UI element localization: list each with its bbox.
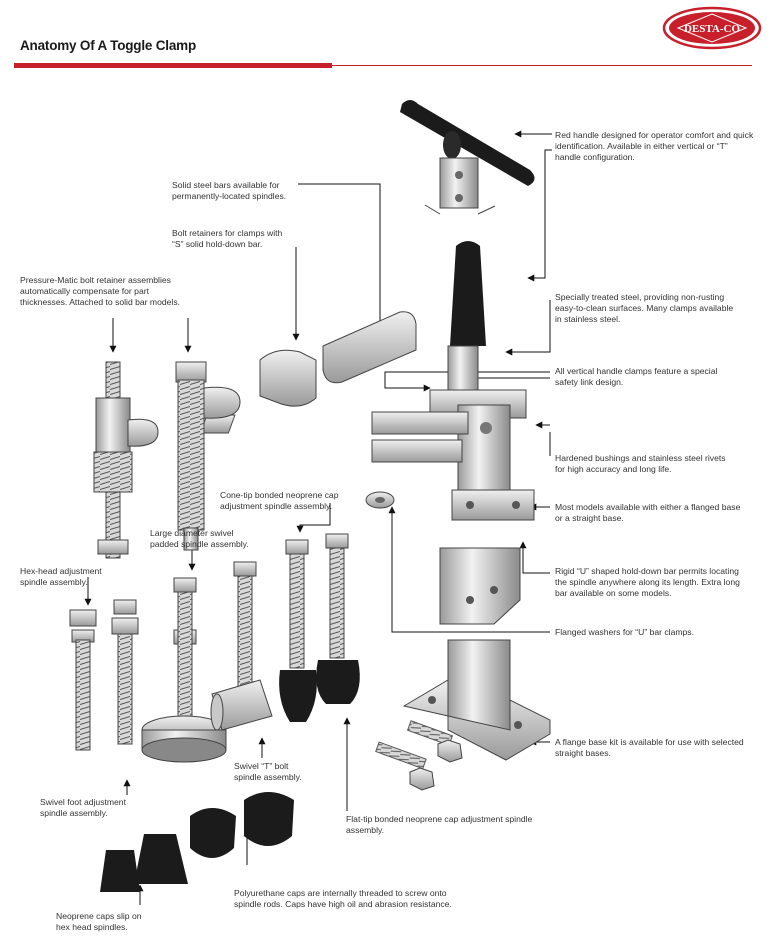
callout-line: identification. Available in either vert… xyxy=(555,141,728,151)
callout-line: Rigid “U” shaped hold-down bar permits l… xyxy=(555,566,739,576)
callout-line: spindle assembly. xyxy=(234,772,302,782)
callout-line: Cone-tip bonded neoprene cap xyxy=(220,490,339,500)
callout-line: Flanged washers for “U” bar clamps. xyxy=(555,627,694,637)
cone-tip-spindle-2-illustration xyxy=(316,533,360,704)
small-bolts-illustration xyxy=(375,720,463,791)
callout-line: the spindle anywhere along its length. E… xyxy=(555,577,740,587)
callout-line: padded spindle assembly. xyxy=(150,539,249,549)
callout-u-bar: Rigid “U” shaped hold-down bar permits l… xyxy=(555,566,740,599)
callout-line: Large diameter swivel xyxy=(150,528,234,538)
callout-neoprene-caps: Neoprene caps slip on hex head spindles. xyxy=(56,911,142,933)
callout-line: handle configuration. xyxy=(555,152,635,162)
title-underline-bar xyxy=(14,63,332,68)
callout-line: Polyurethane caps are internally threade… xyxy=(234,888,447,898)
callout-hex-head: Hex-head adjustment spindle assembly. xyxy=(20,566,102,588)
callout-pressure-matic: Pressure-Matic bolt retainer assemblies … xyxy=(20,275,180,308)
callout-cone-tip: Cone-tip bonded neoprene cap adjustment … xyxy=(220,490,339,512)
callout-flanged-base: Most models available with either a flan… xyxy=(555,502,740,524)
swivel-foot-illustration xyxy=(141,577,227,763)
callout-line: Pressure-Matic bolt retainer assemblies xyxy=(20,275,171,285)
callout-line: Flat-tip bonded neoprene cap adjustment … xyxy=(346,814,533,824)
pressure-matic-2-illustration xyxy=(175,361,241,551)
callout-line: Red handle designed for operator comfort… xyxy=(555,130,754,140)
callout-flat-tip: Flat-tip bonded neoprene cap adjustment … xyxy=(346,814,532,836)
callout-line: Hex-head adjustment xyxy=(20,566,102,576)
callout-line: assembly. xyxy=(346,825,385,835)
callout-line: automatically compensate for part xyxy=(20,286,149,296)
callout-line: thicknesses. Attached to solid bar model… xyxy=(20,297,181,307)
title-rule xyxy=(332,65,752,66)
callout-line: permanently-located spindles. xyxy=(172,191,287,201)
callout-line: safety link design. xyxy=(555,377,624,387)
callout-line: hex head spindles. xyxy=(56,922,128,932)
s-bar-illustration xyxy=(259,311,417,407)
callout-line: “S” solid hold-down bar. xyxy=(172,239,263,249)
callout-flanged-washers: Flanged washers for “U” bar clamps. xyxy=(555,627,694,638)
callout-line: bar available on some models. xyxy=(555,588,672,598)
pressure-matic-illustration xyxy=(93,361,159,559)
page-title: Anatomy Of A Toggle Clamp xyxy=(20,38,197,53)
callout-line: Neoprene caps slip on xyxy=(56,911,142,921)
polyurethane-caps-illustration xyxy=(190,792,294,858)
logo-text: DESTA-CO xyxy=(684,23,740,35)
u-bar-illustration xyxy=(439,547,521,625)
callout-flange-kit: A flange base kit is available for use w… xyxy=(555,737,744,759)
callout-swivel-t: Swivel “T” bolt spindle assembly. xyxy=(234,761,302,783)
t-handle-illustration xyxy=(400,100,535,215)
neoprene-caps-illustration xyxy=(100,834,188,892)
callout-red-handle: Red handle designed for operator comfort… xyxy=(555,130,753,163)
desta-co-logo: DESTA-CO xyxy=(662,6,762,50)
callout-line: Bolt retainers for clamps with xyxy=(172,228,283,238)
callout-line: spindle rods. Caps have high oil and abr… xyxy=(234,899,452,909)
callout-line: adjustment spindle assembly. xyxy=(220,501,333,511)
callout-line: straight bases. xyxy=(555,748,611,758)
callout-line: spindle assembly. xyxy=(40,808,108,818)
callout-swivel-padded: Large diameter swivel padded spindle ass… xyxy=(150,528,249,550)
vertical-clamp-illustration xyxy=(199,241,535,521)
callout-swivel-foot: Swivel foot adjustment spindle assembly. xyxy=(40,797,126,819)
swivel-t-bolt-illustration xyxy=(210,561,273,731)
callout-bushings: Hardened bushings and stainless steel ri… xyxy=(555,453,726,475)
callout-line: or a straight base. xyxy=(555,513,624,523)
callout-line: Solid steel bars available for xyxy=(172,180,280,190)
callout-line: A flange base kit is available for use w… xyxy=(555,737,744,747)
flange-base-illustration xyxy=(402,639,551,761)
callout-line: spindle assembly. xyxy=(20,577,88,587)
callout-bolt-retainers: Bolt retainers for clamps with “S” solid… xyxy=(172,228,282,250)
callout-line: in stainless steel. xyxy=(555,314,621,324)
callout-line: Swivel “T” bolt xyxy=(234,761,289,771)
callout-safety-link: All vertical handle clamps feature a spe… xyxy=(555,366,717,388)
cone-tip-spindle-1-illustration xyxy=(279,539,317,722)
callout-line: for high accuracy and long life. xyxy=(555,464,672,474)
callout-solid-bars: Solid steel bars available for permanent… xyxy=(172,180,286,202)
callout-line: Most models available with either a flan… xyxy=(555,502,741,512)
callout-line: All vertical handle clamps feature a spe… xyxy=(555,366,718,376)
hex-head-spindles-illustration xyxy=(69,599,139,751)
callout-line: Specially treated steel, providing non-r… xyxy=(555,292,725,302)
callout-treated-steel: Specially treated steel, providing non-r… xyxy=(555,292,733,325)
callout-line: Swivel foot adjustment xyxy=(40,797,126,807)
callout-line: Hardened bushings and stainless steel ri… xyxy=(555,453,726,463)
callout-line: easy-to-clean surfaces. Many clamps avai… xyxy=(555,303,734,313)
callout-polyurethane: Polyurethane caps are internally threade… xyxy=(234,888,452,910)
leader-lines xyxy=(84,130,552,905)
